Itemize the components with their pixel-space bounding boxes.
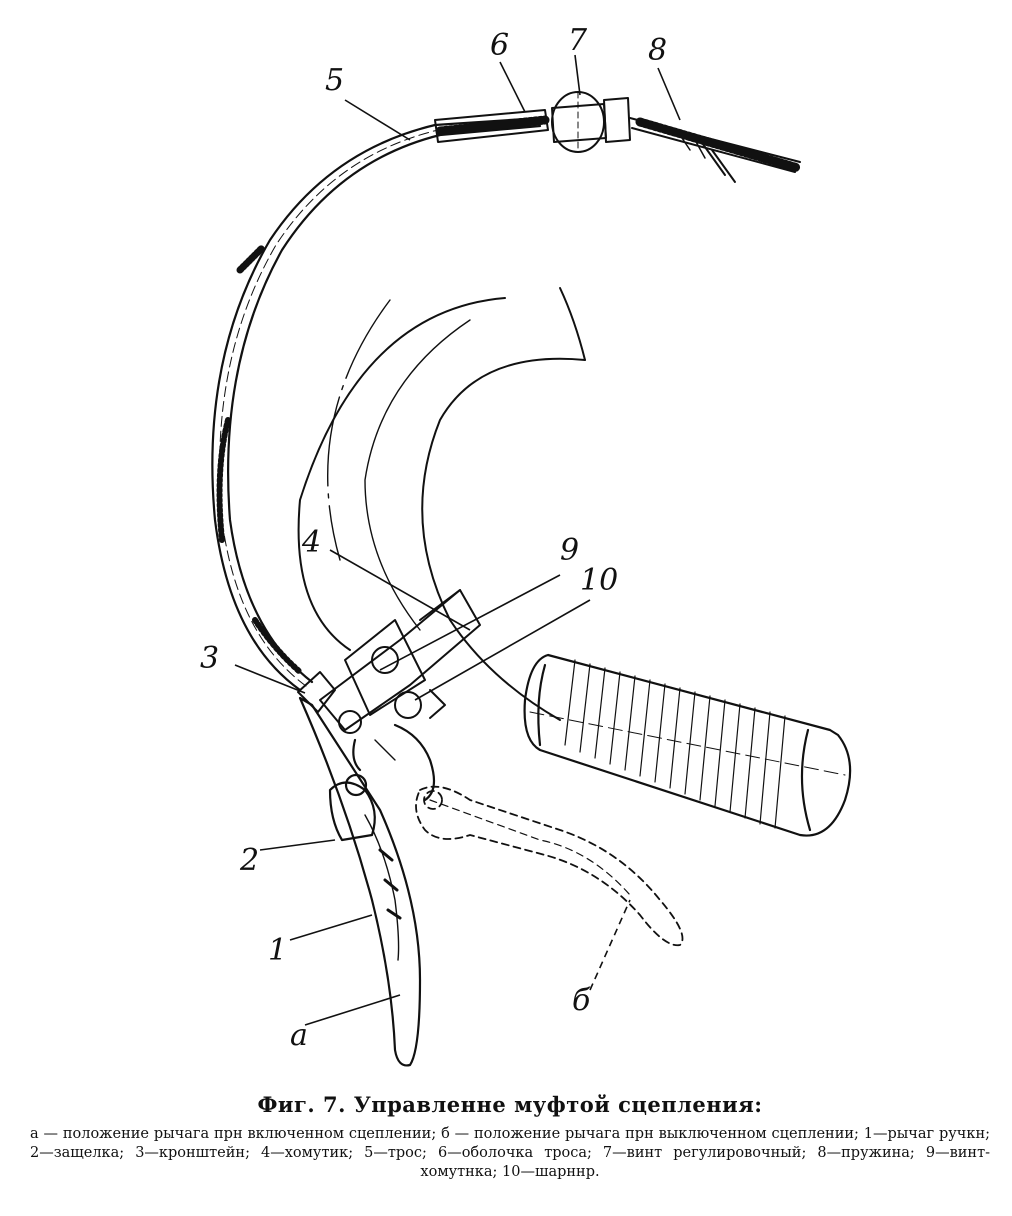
caption-body: а — положение рычага прн включенном сцеп… [30,1126,990,1180]
bracket [297,589,481,734]
callout-10: 10 [580,563,618,598]
callout-labels: 1 2 3 4 5 6 7 8 9 10 а б [200,23,667,1053]
callout-2: 2 [239,843,259,878]
callout-5: 5 [325,63,344,98]
caption-title: Фиг. 7. Управленне муфтой сцепления: [257,1092,763,1117]
leader-lines [234,54,681,1026]
callout-4: 4 [301,525,321,560]
handlebar-tube [297,287,586,721]
clutch-lever-engaged [298,696,436,1067]
clutch-lever-disengaged [415,785,684,947]
handlebar-grip [523,653,852,837]
spring [629,117,803,183]
callout-9: 9 [560,533,579,568]
callout-7: 7 [568,23,588,58]
adjusting-screw [551,91,631,153]
callout-b: б [572,983,591,1018]
callout-8: 8 [648,33,667,68]
clutch-control-diagram: 1 2 3 4 5 6 7 8 9 10 а б [200,23,852,1067]
figure-caption: Фиг. 7. Управленне муфтой сцепления: а —… [30,1092,990,1182]
callout-1: 1 [268,933,287,968]
cable-sheath-end [434,109,550,143]
callout-3: 3 [200,641,219,676]
cable [211,116,542,692]
callout-a: а [290,1018,308,1053]
callout-6: 6 [490,28,509,63]
